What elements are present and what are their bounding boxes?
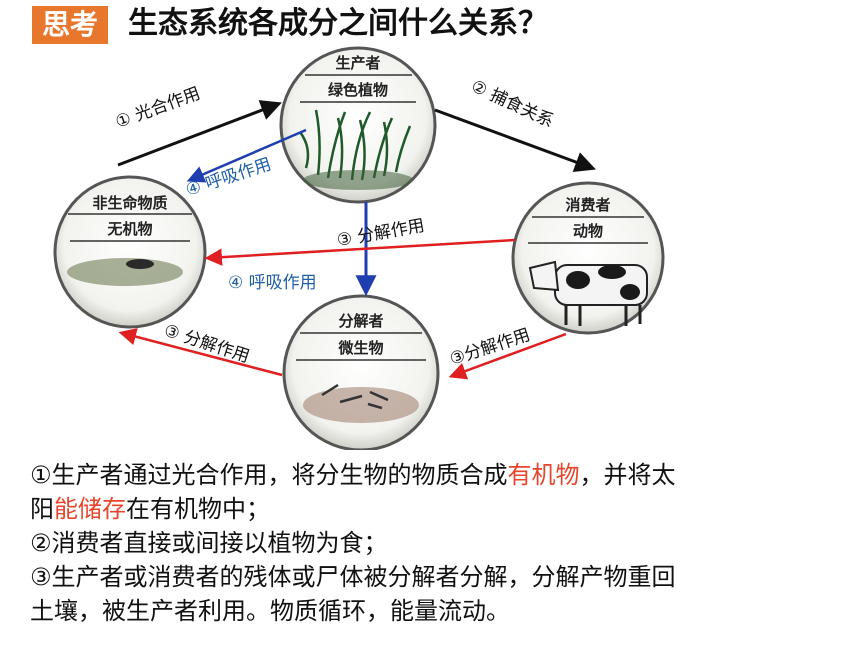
highlight-organic-matter: 有机物 (507, 461, 580, 489)
animal-respiration-label: ④ 呼吸作用 (228, 273, 317, 293)
decomposer-subtitle: 微生物 (337, 339, 383, 357)
abiotic-subtitle: 无机物 (106, 220, 152, 238)
explanation-line-2: 阳能储存在有机物中； (30, 495, 270, 523)
animal-respiration-arrow (204, 238, 516, 266)
ecosystem-diagram: 生产者 绿色植物 非生命物质 无机物 消费者 动物 (53, 46, 665, 450)
page-title: 生态系统各成分之间什么关系？ (128, 6, 548, 41)
consumer-title: 消费者 (565, 196, 610, 214)
producer-node: 生产者 绿色植物 (279, 46, 437, 204)
explanation-line-3: ②消费者直接或间接以植物为食； (30, 529, 388, 557)
explanation-text: ①生产者通过光合作用，将分生物的物质合成有机物，并将太 阳能储存在有机物中； ②… (30, 458, 830, 628)
abiotic-title: 非生命物质 (92, 194, 167, 212)
photosynthesis-label: ① 光合作用 (113, 84, 203, 133)
cow-illustration (528, 260, 648, 326)
consumer-node: 消费者 动物 (511, 181, 665, 335)
debris-illustration (303, 387, 419, 423)
decomposition-to-abiotic-label: ③ 分解作用 (161, 321, 251, 367)
decomposer-title: 分解者 (338, 312, 383, 330)
producer-subtitle: 绿色植物 (328, 81, 388, 99)
producer-title: 生产者 (335, 54, 380, 72)
photosynthesis-arrow (117, 100, 282, 167)
explanation-line-1: ①生产者通过光合作用，将分生物的物质合成有机物，并将太 (30, 461, 676, 489)
animal-decomposition-arrow (448, 332, 567, 380)
highlight-energy-storage: 能储存 (54, 495, 126, 523)
predation-label: ② 捕食关系 (468, 76, 557, 132)
decomposition-to-abiotic-arrow (118, 328, 283, 377)
decomposer-node: 分解者 微生物 (282, 294, 440, 450)
predation-arrow (434, 108, 596, 173)
plant-respiration-label: ④ 呼吸作用 (183, 154, 273, 200)
consumer-subtitle: 动物 (573, 222, 603, 240)
header-badge: 思考 (32, 6, 108, 44)
explanation-line-5: 土壤，被生产者利用。物质循环，能量流动。 (30, 597, 510, 625)
soil-illustration (67, 258, 183, 286)
plant-respiration-arrow (186, 128, 307, 183)
explanation-line-4: ③生产者或消费者的残体或尸体被分解者分解，分解产物重回 (30, 563, 676, 591)
abiotic-node: 非生命物质 无机物 (53, 175, 207, 329)
